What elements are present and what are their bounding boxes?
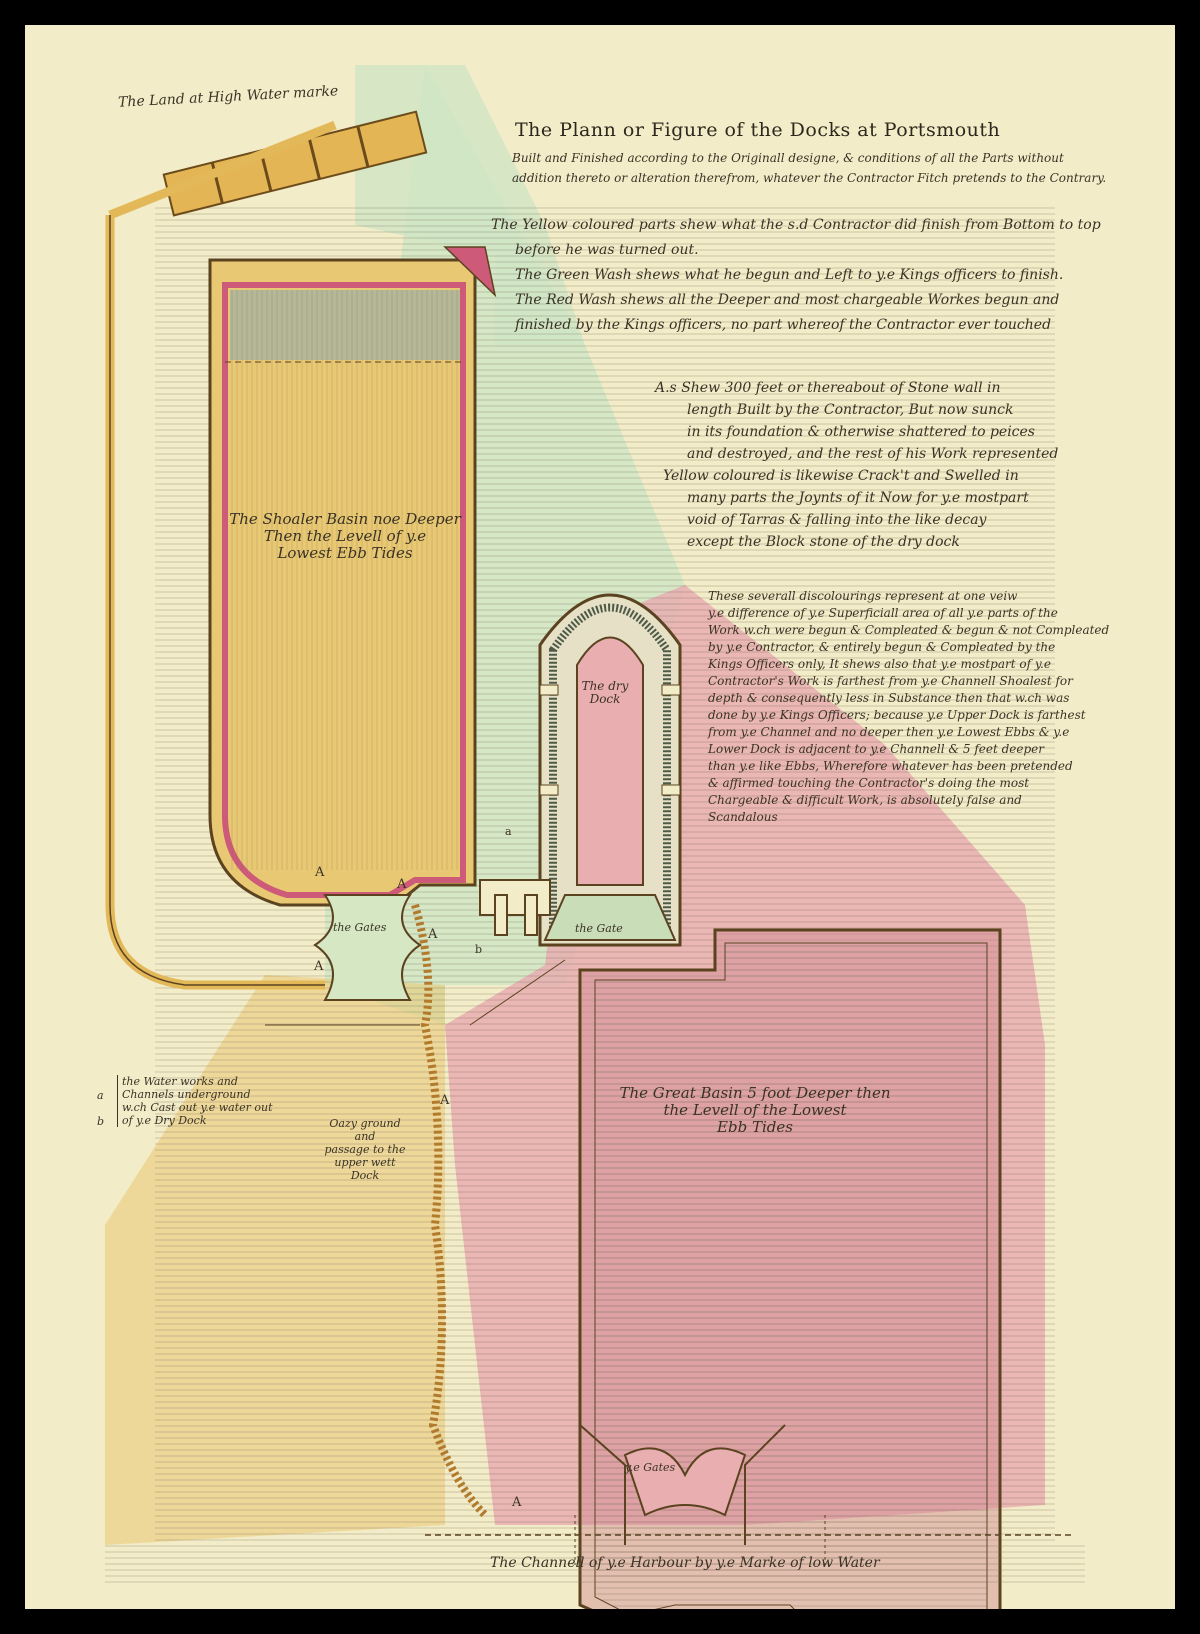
marker-a-wall: A <box>314 959 324 974</box>
note-line: than y.e like Ebbs, Wherefore whatever h… <box>708 759 1073 773</box>
marker-a-wall: A <box>315 865 325 880</box>
water-works-label: the Water works and Channels underground… <box>117 1075 282 1127</box>
marker-a-wall: A <box>512 1495 522 1510</box>
red-corner-wall <box>443 246 497 298</box>
note-line: Kings Officers only, It shews also that … <box>708 657 1051 671</box>
map-sheet: The Plann or Figure of the Docks at Port… <box>25 25 1175 1609</box>
label-line: the Levell of the Lowest <box>663 1101 847 1119</box>
dry-dock-gate-label: the Gate <box>575 922 623 935</box>
label-line: and <box>354 1130 376 1143</box>
label-line: Channels underground <box>122 1088 251 1101</box>
note-line: These severall discolourings represent a… <box>708 589 1018 603</box>
channel-label: The Channell of y.e Harbour by y.e Marke… <box>490 1555 880 1571</box>
discolouring-note: These severall discolourings represent a… <box>708 588 1148 826</box>
stone-wall-note: A.s Shew 300 feet or thereabout of Stone… <box>655 377 1115 553</box>
label-line: w.ch Cast out y.e water out <box>122 1101 273 1114</box>
label-line: upper wett <box>334 1156 396 1169</box>
label-line: The Great Basin 5 foot Deeper then <box>619 1084 891 1102</box>
water-works <box>479 879 551 936</box>
dock-plan <box>105 65 1085 1609</box>
subtitle: Built and Finished according to the Orig… <box>512 148 1152 188</box>
key-letter: a <box>97 1089 104 1102</box>
shoaler-basin-red-rim <box>222 282 466 898</box>
note-line: done by y.e Kings Officers; because y.e … <box>708 708 1086 722</box>
legend-line: before he was turned out. <box>515 242 699 258</box>
note-line: y.e difference of y.e Superficiall area … <box>708 606 1058 620</box>
marker-water-work: a <box>505 825 512 838</box>
low-water-shore <box>105 1545 1085 1585</box>
great-basin-label: The Great Basin 5 foot Deeper then the L… <box>585 1085 925 1136</box>
marker-water-work: b <box>475 943 483 956</box>
dry-dock-label: The dry Dock <box>575 680 635 706</box>
note-line: and destroyed, and the rest of his Work … <box>687 446 1059 462</box>
note-line: except the Block stone of the dry dock <box>687 534 960 550</box>
note-line: depth & consequently less in Substance t… <box>708 691 1070 705</box>
label-line: the Water works and <box>122 1075 238 1088</box>
dry-dock-steps <box>549 603 671 934</box>
note-line: length Built by the Contractor, But now … <box>687 402 1014 418</box>
label-line: Dock <box>350 1169 380 1182</box>
label-line: of y.e Dry Dock <box>122 1114 207 1127</box>
label-line: Dock <box>589 692 621 706</box>
page-title: The Plann or Figure of the Docks at Port… <box>515 119 1001 141</box>
legend-line: The Red Wash shews all the Deeper and mo… <box>515 292 1060 308</box>
lower-gates-label: y.e Gates <box>625 1461 676 1474</box>
label-line: The dry <box>581 679 629 693</box>
shoaler-basin-label: The Shoaler Basin noe Deeper Then the Le… <box>210 511 480 562</box>
note-line: & affirmed touching the Contractor's doi… <box>708 776 1030 790</box>
marker-a-wall: A <box>428 927 438 942</box>
note-line: void of Tarras & falling into the like d… <box>687 512 987 528</box>
note-line: Yellow coloured is likewise Crack't and … <box>663 468 1019 484</box>
note-line: Lower Dock is adjacent to y.e Channell &… <box>708 742 1044 756</box>
legend-line: finished by the Kings officers, no part … <box>515 317 1052 333</box>
note-line: Work w.ch were begun & Compleated & begu… <box>708 623 1110 637</box>
note-line: in its foundation & otherwise shattered … <box>687 424 1035 440</box>
label-line: Oazy ground <box>329 1117 401 1130</box>
note-line: Contractor's Work is farthest from y.e C… <box>708 674 1073 688</box>
key-letter: b <box>97 1115 105 1128</box>
marker-a-wall: A <box>397 877 407 892</box>
note-line: Scandalous <box>708 810 778 824</box>
marker-a-wall: A <box>440 1093 450 1108</box>
dry-dock-floor <box>576 636 644 886</box>
label-line: Ebb Tides <box>717 1118 793 1136</box>
subtitle-line: addition thereto or alteration therefrom… <box>512 171 1107 185</box>
upper-gates-shape <box>313 894 422 1001</box>
colour-legend: The Yellow coloured parts shew what the … <box>491 213 1131 338</box>
label-line: passage to the <box>324 1143 406 1156</box>
great-basin-inner <box>594 942 988 1609</box>
lower-gates-shape <box>623 1447 747 1517</box>
channel-rock-edge <box>411 903 488 1518</box>
note-line: from y.e Channel and no deeper then y.e … <box>708 725 1070 739</box>
legend-line: The Yellow coloured parts shew what the … <box>491 217 1101 233</box>
label-line: Then the Levell of y.e <box>263 527 427 545</box>
subtitle-line: Built and Finished according to the Orig… <box>512 151 1064 165</box>
water-works-keys: a b <box>97 1083 119 1135</box>
oazy-ground-label: Oazy ground and passage to the upper wet… <box>315 1117 415 1182</box>
label-line: The Shoaler Basin noe Deeper <box>229 510 461 528</box>
note-line: A.s Shew 300 feet or thereabout of Stone… <box>655 380 1001 396</box>
note-line: by y.e Contractor, & entirely begun & Co… <box>708 640 1056 654</box>
note-line: Chargeable & difficult Work, is absolute… <box>708 793 1022 807</box>
label-line: Lowest Ebb Tides <box>277 544 413 562</box>
note-line: many parts the Joynts of it Now for y.e … <box>687 490 1029 506</box>
upper-gates-label: the Gates <box>333 921 387 934</box>
dry-dock-gate <box>543 894 677 941</box>
legend-line: The Green Wash shews what he begun and L… <box>515 267 1064 283</box>
